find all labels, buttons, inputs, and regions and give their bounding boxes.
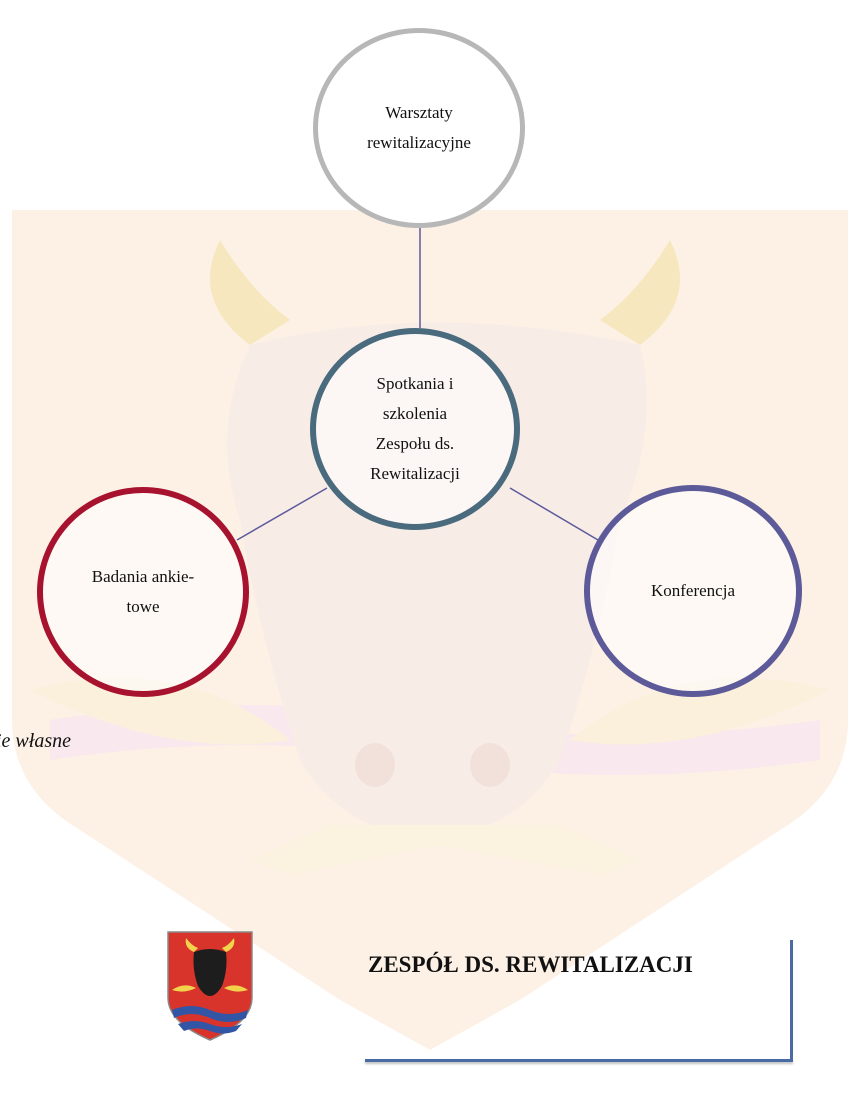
node-label-line: Zespołu ds. xyxy=(375,434,455,453)
crossed-sticks-icon xyxy=(250,825,640,875)
node-konferencja: Konferencja xyxy=(584,485,802,697)
node-warsztaty-rewitalizacyjne: Warsztaty rewitalizacyjne xyxy=(313,28,525,228)
node-label-line: Warsztaty xyxy=(385,103,453,122)
coat-of-arms-icon xyxy=(167,931,253,1041)
crest-right-horn xyxy=(222,938,235,952)
bull-right-horn-icon xyxy=(600,240,680,345)
node-label-line: Rewitalizacji xyxy=(370,464,460,483)
footer-rule-vertical xyxy=(790,940,793,1062)
crest-bull-head xyxy=(193,949,227,996)
crest-left-horn xyxy=(185,938,198,952)
source-note: ie własne xyxy=(0,730,71,752)
footer-rule-horizontal xyxy=(365,1059,793,1062)
node-label-line: Konferencja xyxy=(650,581,735,600)
node-label: Badania ankie- towe xyxy=(92,562,194,622)
bull-right-nostril-icon xyxy=(470,743,510,787)
crest-left-wheat xyxy=(172,985,196,992)
node-label-line: szkolenia xyxy=(382,404,448,423)
left-wheat-ear-icon xyxy=(30,677,290,745)
node-label-line: Spotkania i xyxy=(376,374,454,393)
crest-wave-2 xyxy=(178,1021,242,1034)
node-label: Warsztaty rewitalizacyjne xyxy=(367,98,471,158)
connector-spotkania-konferencja xyxy=(509,487,599,541)
node-spotkania-i-szkolenia: Spotkania i szkolenia Zespołu ds. Rewita… xyxy=(310,328,520,530)
crest-wave-1 xyxy=(172,1006,248,1022)
node-badania-ankietowe: Badania ankie- towe xyxy=(37,487,249,697)
crest-right-wheat xyxy=(224,985,248,992)
node-label-line: towe xyxy=(126,597,160,616)
bull-left-nostril-icon xyxy=(355,743,395,787)
right-wheat-ear-icon xyxy=(570,677,830,745)
node-label: Konferencja xyxy=(651,576,735,606)
connector-spotkania-badania xyxy=(236,487,328,541)
node-label: Spotkania i szkolenia Zespołu ds. Rewita… xyxy=(370,369,460,489)
node-label-line: Badania ankie- xyxy=(91,567,195,586)
footer-title: ZESPÓŁ DS. REWITALIZACJI xyxy=(368,952,693,977)
bull-left-horn-icon xyxy=(210,240,290,345)
node-label-line: rewitalizacyjne xyxy=(367,133,471,152)
